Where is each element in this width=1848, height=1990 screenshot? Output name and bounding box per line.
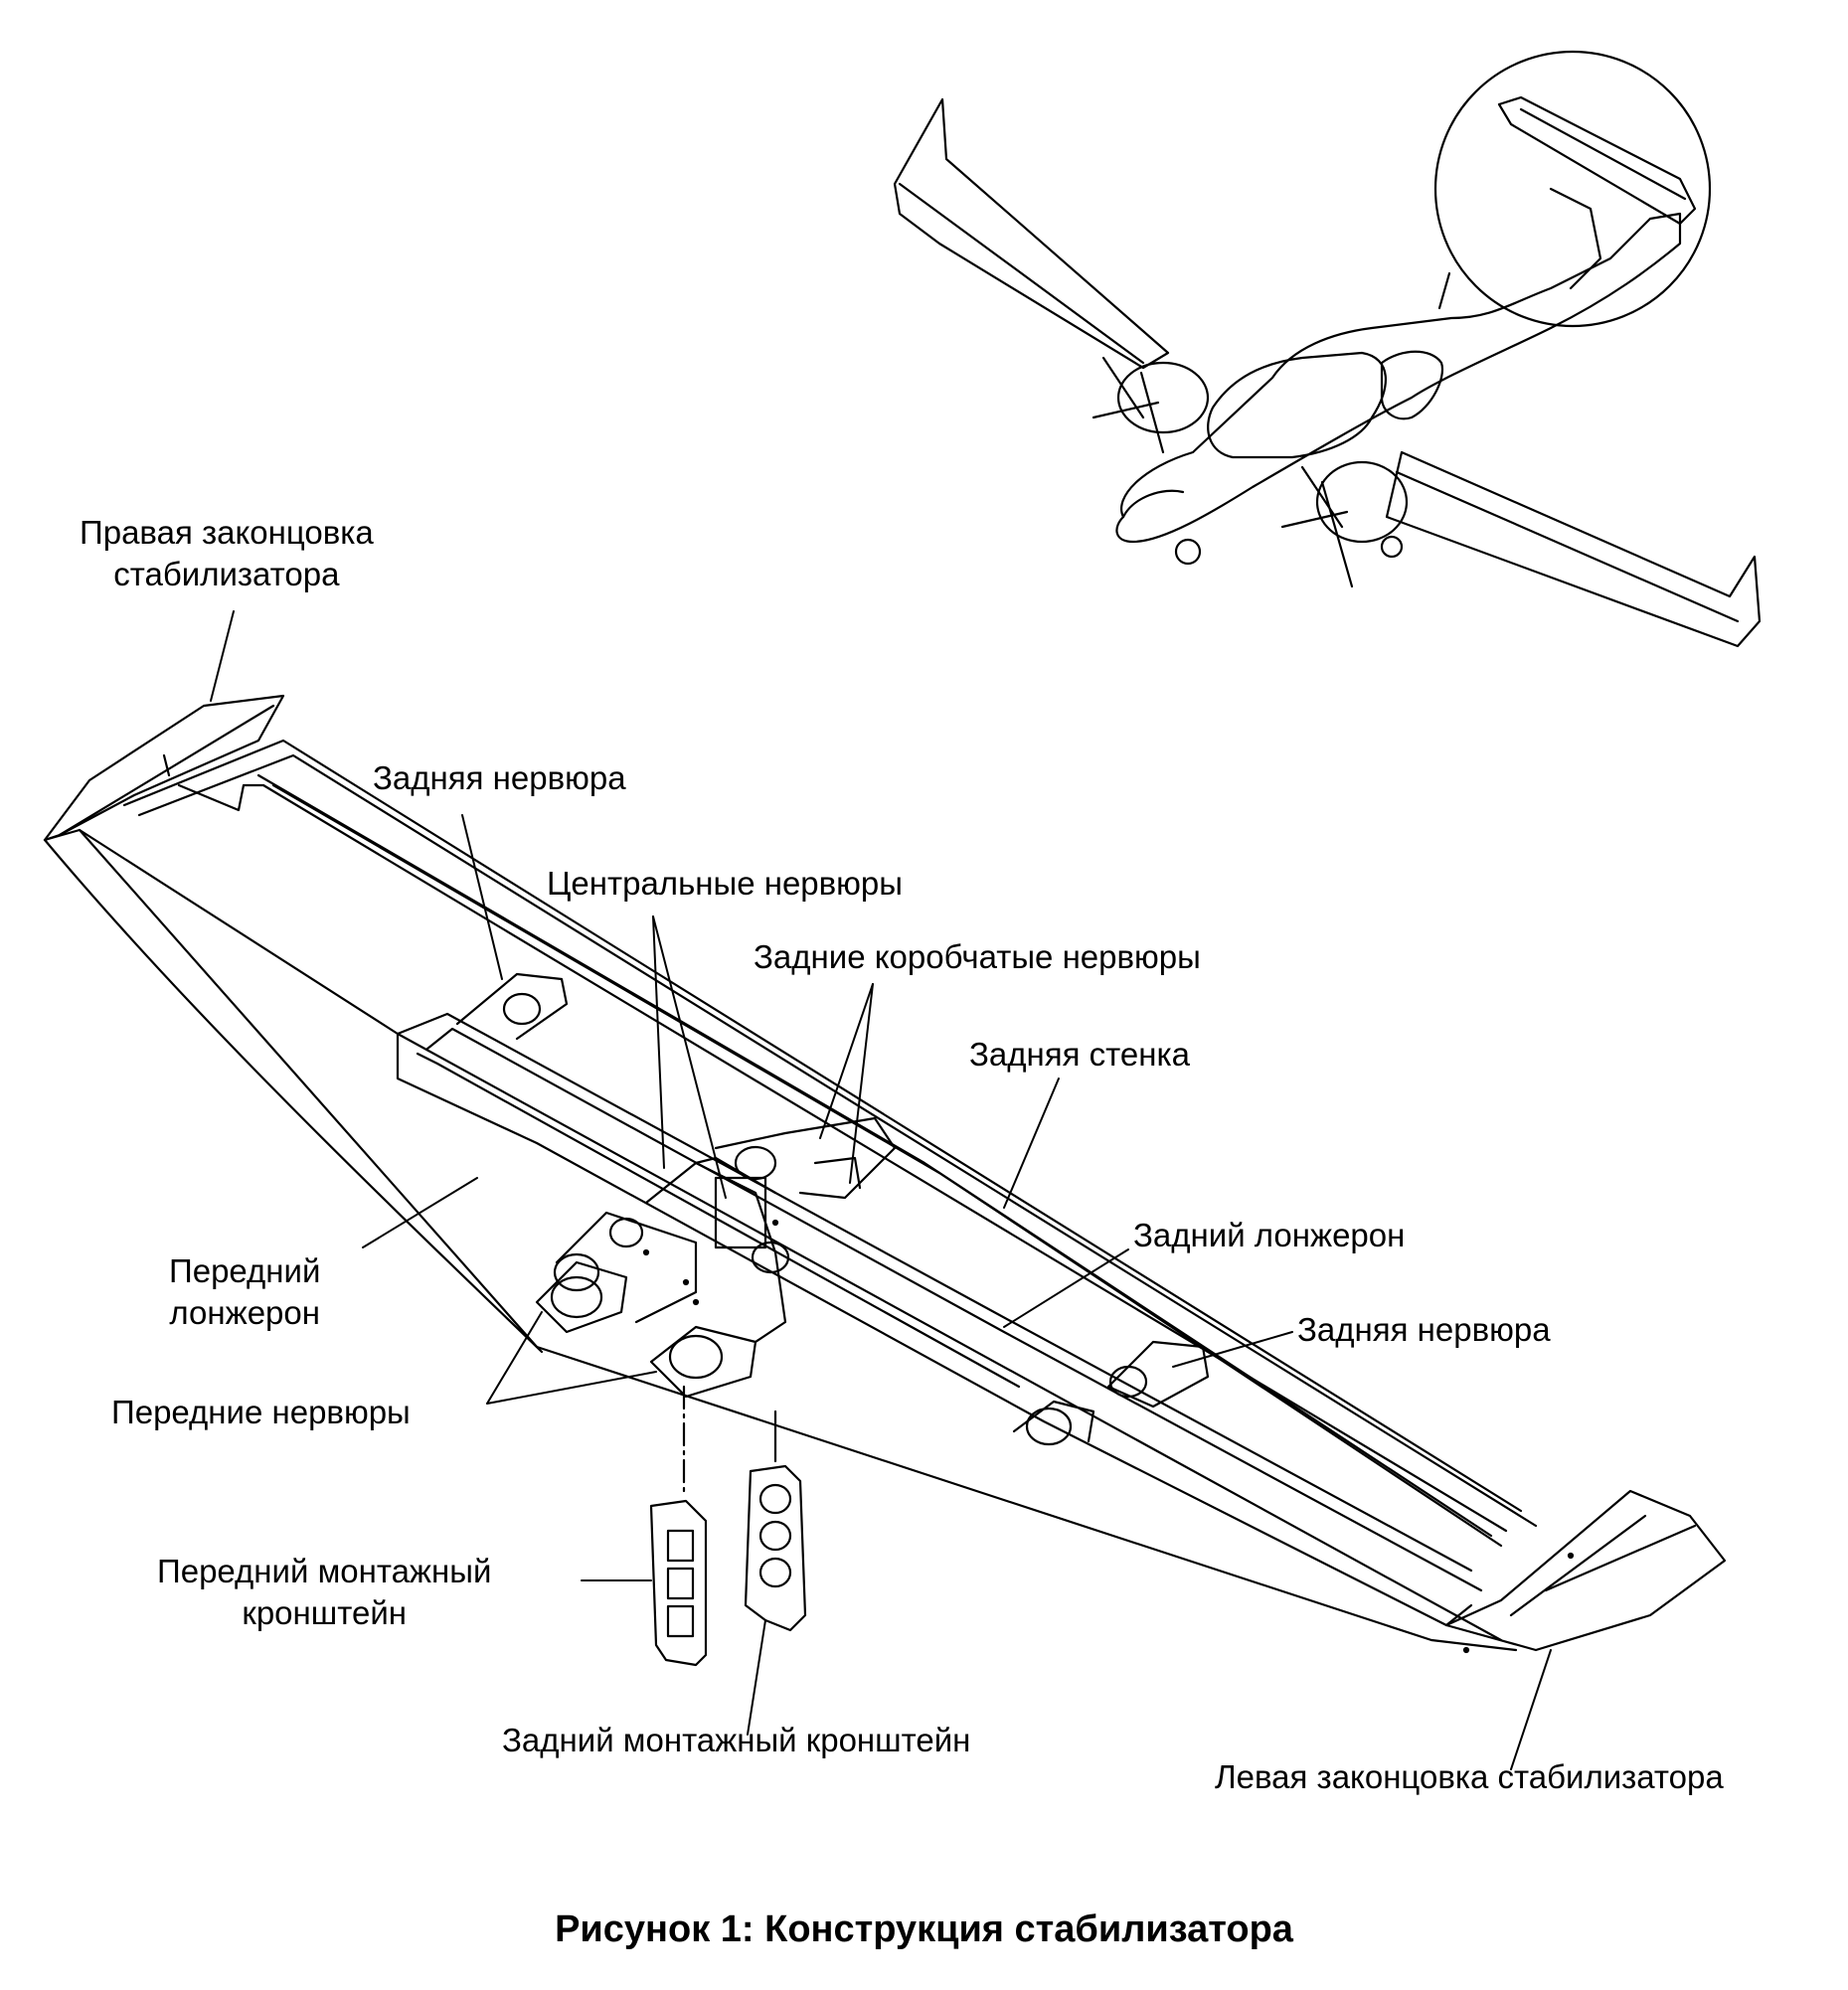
label-rear-bracket: Задний монтажный кронштейн [502, 1722, 971, 1758]
label-front-bracket: Передний монтажный кронштейн [157, 1551, 491, 1634]
label-right-tip: Правая законцовка стабилизатора [80, 512, 374, 595]
label-right-tip-line2: стабилизатора [113, 556, 340, 592]
label-rear-rib-top: Задняя нервюра [373, 759, 626, 796]
aircraft-inset [895, 52, 1760, 646]
label-front-bracket-line1: Передний монтажный [157, 1553, 492, 1589]
leader-lines [211, 611, 1551, 1769]
label-front-ribs: Передние нервюры [111, 1394, 411, 1430]
label-front-bracket-line2: кронштейн [242, 1594, 407, 1631]
label-left-tip: Левая законцовка стабилизатора [1215, 1758, 1724, 1795]
label-rear-rib-right: Задняя нервюра [1297, 1311, 1551, 1348]
label-rear-web: Задняя стенка [969, 1036, 1191, 1073]
figure-caption: Рисунок 1: Конструкция стабилизатора [555, 1908, 1293, 1950]
label-central-ribs: Центральные нервюры [547, 865, 904, 902]
mounting-brackets [651, 1387, 805, 1665]
label-front-spar-line1: Передний [169, 1252, 321, 1289]
stabilizer-main [45, 696, 1725, 1652]
label-front-spar-line2: лонжерон [169, 1294, 320, 1331]
label-rear-spar: Задний лонжерон [1133, 1217, 1406, 1253]
label-rear-box-ribs: Задние коробчатые нервюры [754, 938, 1201, 975]
label-right-tip-line1: Правая законцовка [80, 514, 374, 551]
label-front-spar: Передний лонжерон [169, 1250, 320, 1334]
